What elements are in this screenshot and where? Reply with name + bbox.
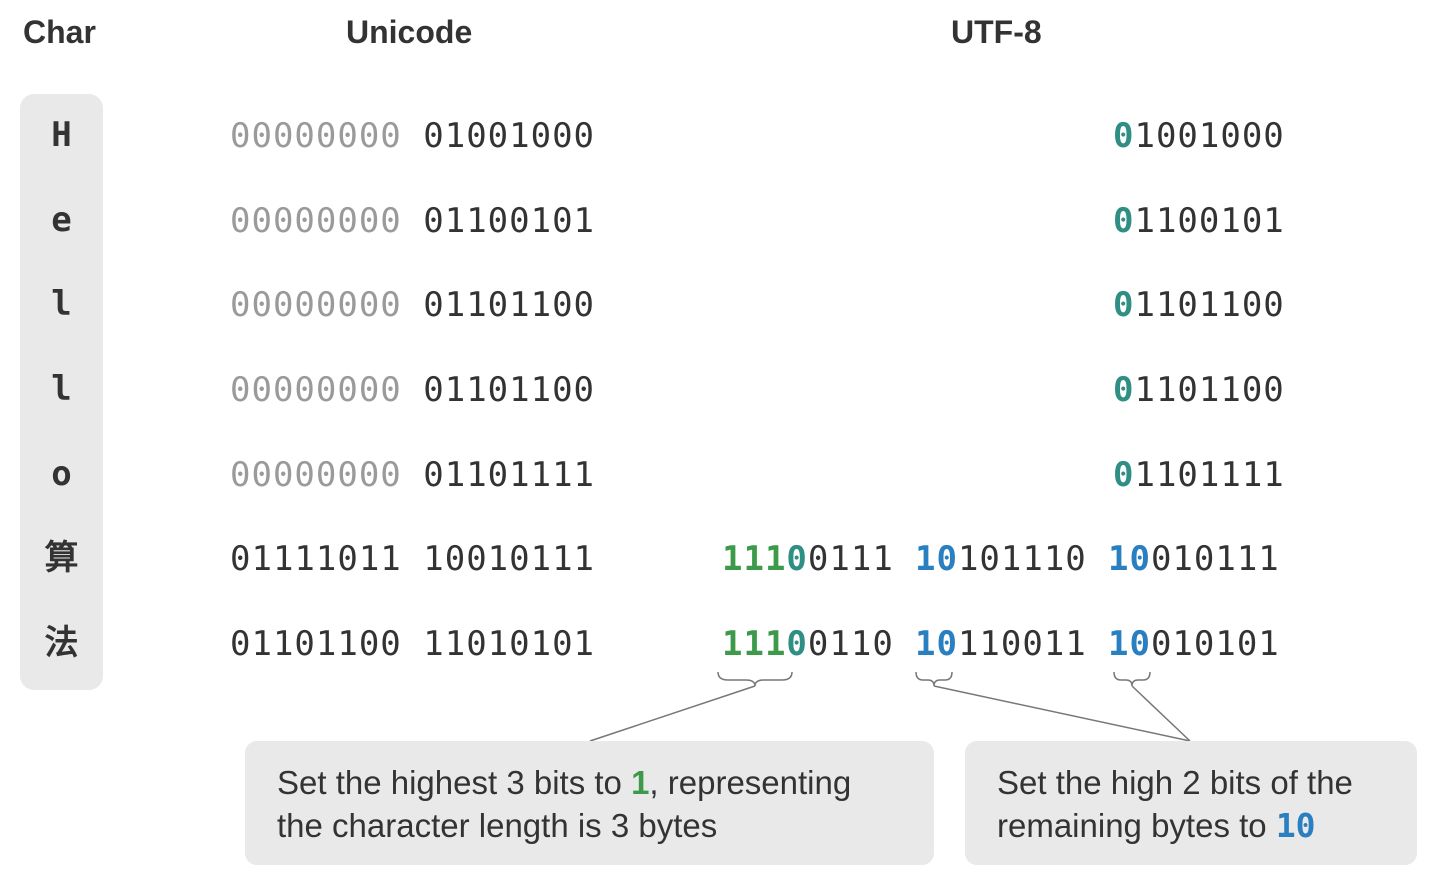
char-column: H e l l o 算 法 — [20, 94, 103, 690]
utf8-row-suan-byte3: 10010111 — [1108, 539, 1280, 579]
char-l2: l — [51, 369, 72, 409]
utf8-row-suan-byte2: 10101110 — [915, 539, 1087, 579]
callout-leading-bits: Set the highest 3 bits to 1, representin… — [245, 741, 934, 865]
line-byte2-callout — [933, 685, 1191, 742]
unicode-row-h: 00000000 01001000 — [230, 116, 596, 156]
callout-left-line1: Set the highest 3 bits to 1, representin… — [277, 764, 852, 801]
utf8-row-fa-byte2: 10110011 — [915, 624, 1087, 664]
callout-right-line2: remaining bytes to 10 — [997, 806, 1316, 845]
utf8-row-fa-byte3: 10010101 — [1108, 624, 1280, 664]
char-l1: l — [51, 284, 72, 324]
header-utf8: UTF-8 — [951, 14, 1042, 50]
callout-left-line2: the character length is 3 bytes — [277, 807, 718, 844]
unicode-row-l1: 00000000 01101100 — [230, 285, 596, 325]
char-o: o — [51, 454, 72, 494]
unicode-row-e: 00000000 01100101 — [230, 201, 596, 241]
utf8-row-l1: 01101100 — [1113, 285, 1285, 325]
line-left-callout — [589, 685, 756, 742]
header-char: Char — [23, 14, 96, 50]
brace-leading-bits — [717, 671, 793, 687]
char-h: H — [51, 115, 72, 155]
callout-continuation-bits: Set the high 2 bits of the remaining byt… — [965, 741, 1417, 865]
callout-right-line1: Set the high 2 bits of the — [997, 764, 1353, 801]
utf8-row-e: 01100101 — [1113, 201, 1285, 241]
unicode-row-o: 00000000 01101111 — [230, 455, 596, 495]
utf8-row-h: 01001000 — [1113, 116, 1285, 156]
brace-byte2-prefix — [915, 671, 953, 687]
utf8-row-o: 01101111 — [1113, 455, 1285, 495]
utf8-row-fa-byte1: 11100110 — [722, 624, 894, 664]
brace-byte3-prefix — [1113, 671, 1151, 687]
unicode-row-l2: 00000000 01101100 — [230, 370, 596, 410]
unicode-row-fa: 01101100 11010101 — [230, 624, 596, 664]
line-byte3-callout — [1131, 685, 1191, 742]
header-unicode: Unicode — [346, 14, 473, 50]
utf8-row-suan-byte1: 11100111 — [722, 539, 894, 579]
char-suan: 算 — [44, 538, 79, 578]
unicode-row-suan: 01111011 10010111 — [230, 539, 596, 579]
utf8-row-l2: 01101100 — [1113, 370, 1285, 410]
char-fa: 法 — [44, 623, 79, 663]
char-e: e — [51, 200, 72, 240]
